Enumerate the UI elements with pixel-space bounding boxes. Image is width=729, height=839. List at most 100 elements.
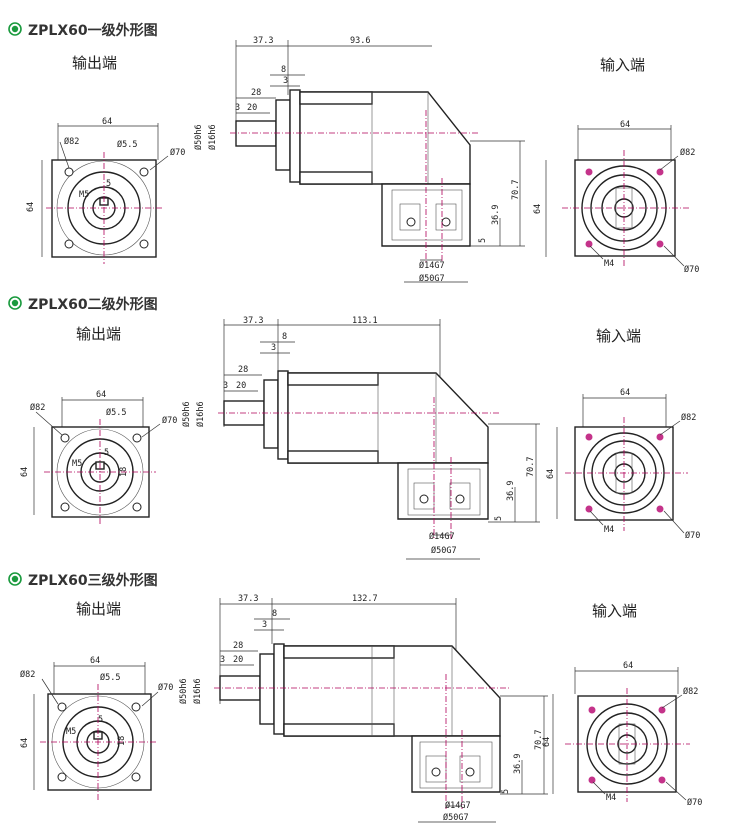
dim-thread: M5 xyxy=(79,190,89,200)
dim-bore: Ø14G7 xyxy=(419,260,445,271)
dim-shaft1: Ø50h6 xyxy=(181,401,192,427)
output-end-label: 输出端 xyxy=(76,600,122,618)
dim-shaft2: Ø16h6 xyxy=(207,124,218,150)
green-bullet-icon xyxy=(8,572,22,586)
dim-pcd: Ø70 xyxy=(170,147,185,158)
dim-height: 70.7 xyxy=(534,730,544,750)
dim-d2: 3 xyxy=(262,620,267,630)
dim-in-width: 64 xyxy=(623,661,633,671)
dim-key-h: 18 xyxy=(117,736,127,746)
dim-height: 70.7 xyxy=(526,457,536,477)
dim-pcd: Ø70 xyxy=(162,415,177,426)
dim-in-pcd: Ø70 xyxy=(684,264,699,275)
dim-hole: Ø5.5 xyxy=(100,672,120,683)
dim-d4: 20 xyxy=(247,103,257,113)
dim-front-width: 64 xyxy=(102,117,112,127)
dim-len-total: 113.1 xyxy=(352,316,378,326)
dim-front-width: 64 xyxy=(96,390,106,400)
dim-pilot: Ø50G7 xyxy=(431,545,457,556)
dim-flange-dia: Ø82 xyxy=(64,136,79,147)
dim-d3: 28 xyxy=(238,365,248,375)
dim-in-pcd: Ø70 xyxy=(685,530,700,541)
dim-thread: M5 xyxy=(72,459,82,469)
dim-bore: Ø14G7 xyxy=(445,800,471,811)
dim-bore: Ø14G7 xyxy=(429,531,455,542)
dim-key-h: 18 xyxy=(119,467,129,477)
dim-in-flange: Ø82 xyxy=(681,412,696,423)
output-front-view: 64 64 Ø82 Ø5.5 Ø70 M5 5 18 xyxy=(20,656,173,800)
dim-len-a: 37.3 xyxy=(238,594,258,604)
drawing-stage-1: 64 64 Ø82 Ø5.5 Ø70 M5 5 37.3 93.6 8 3 28 xyxy=(26,36,699,284)
dim-front-width: 64 xyxy=(90,656,100,666)
input-front-view: 64 64 Ø82 Ø70 M4 xyxy=(546,388,700,541)
section-title: ZPLX60三级外形图 xyxy=(28,573,158,589)
dim-shaft2: Ø16h6 xyxy=(192,678,203,704)
dim-d1: 8 xyxy=(272,609,277,619)
section-stage-2: ZPLX60二级外形图 输出端 输入端 64 64 Ø82 Ø5.5 Ø70 M… xyxy=(0,277,729,562)
dim-mid: 36.9 xyxy=(513,754,523,774)
dim-in-thread: M4 xyxy=(606,793,616,803)
dim-in-width: 64 xyxy=(620,388,630,398)
dim-front-height: 64 xyxy=(20,738,30,748)
dim-in-height: 64 xyxy=(546,469,556,479)
dim-d2: 3 xyxy=(271,343,276,353)
output-front-view: 64 64 Ø82 Ø5.5 Ø70 M5 5 18 xyxy=(20,390,177,525)
dim-in-width: 64 xyxy=(620,120,630,130)
input-end-label: 输入端 xyxy=(596,327,642,345)
dim-d3: 28 xyxy=(233,641,243,651)
dim-d1: 8 xyxy=(281,65,286,75)
dim-small: 5 xyxy=(501,789,511,794)
input-end-label: 输入端 xyxy=(600,56,646,74)
dim-small: 5 xyxy=(494,516,504,521)
input-end-label: 输入端 xyxy=(592,602,638,620)
dim-mid: 36.9 xyxy=(506,481,516,501)
dim-len-a: 37.3 xyxy=(243,316,263,326)
dim-mid: 36.9 xyxy=(491,205,501,225)
dim-d5: 3 xyxy=(220,655,225,665)
dim-in-thread: M4 xyxy=(604,259,614,269)
dim-height: 70.7 xyxy=(511,180,521,200)
dim-d4: 20 xyxy=(233,655,243,665)
drawing-stage-2: 64 64 Ø82 Ø5.5 Ø70 M5 5 18 37.3 113.1 8 … xyxy=(20,316,700,560)
dim-pilot: Ø50G7 xyxy=(443,812,469,823)
dim-shaft2: Ø16h6 xyxy=(195,401,206,427)
green-bullet-icon xyxy=(8,296,22,310)
dim-shaft1: Ø50h6 xyxy=(178,678,189,704)
dim-d2: 3 xyxy=(283,76,288,86)
input-front-view: 64 64 Ø82 Ø70 M4 xyxy=(542,661,702,808)
dim-in-flange: Ø82 xyxy=(680,147,695,158)
section-stage-1: ZPLX60一级外形图 输出端 输入端 64 64 Ø82 Ø5.5 Ø70 M… xyxy=(0,0,729,284)
dim-len-total: 132.7 xyxy=(352,594,378,604)
input-front-view: 64 64 Ø82 Ø70 M4 xyxy=(533,120,699,275)
drawing-stage-3: 64 64 Ø82 Ø5.5 Ø70 M5 5 18 37.3 132.7 8 … xyxy=(20,594,702,823)
side-view: 37.3 93.6 8 3 28 20 3 Ø50h6 Ø16h6 70.7 xyxy=(193,36,525,284)
dim-in-height: 64 xyxy=(533,204,543,214)
dim-small: 5 xyxy=(478,238,488,243)
side-view: 37.3 113.1 8 3 28 20 3 Ø50h6 Ø16h6 70.7 xyxy=(181,316,540,560)
dim-shaft1: Ø50h6 xyxy=(193,124,204,150)
side-view: 37.3 132.7 8 3 28 20 3 Ø50h6 Ø16h6 xyxy=(178,594,548,823)
dim-front-height: 64 xyxy=(20,467,30,477)
dim-in-thread: M4 xyxy=(604,525,614,535)
dim-pilot: Ø50G7 xyxy=(419,273,445,284)
dim-flange-dia: Ø82 xyxy=(20,669,35,680)
dim-d3: 28 xyxy=(251,88,261,98)
dim-d4: 20 xyxy=(236,381,246,391)
section-title: ZPLX60二级外形图 xyxy=(28,297,158,313)
output-end-label: 输出端 xyxy=(72,54,118,72)
dim-hole: Ø5.5 xyxy=(117,139,137,150)
output-front-view: 64 64 Ø82 Ø5.5 Ø70 M5 5 xyxy=(26,117,185,264)
dim-key-w: 5 xyxy=(104,448,109,458)
dim-in-pcd: Ø70 xyxy=(687,797,702,808)
dim-len-a: 37.3 xyxy=(253,36,273,46)
dim-in-height: 64 xyxy=(542,737,552,747)
dim-key-w: 5 xyxy=(106,179,111,189)
dim-pcd: Ø70 xyxy=(158,682,173,693)
dim-hole: Ø5.5 xyxy=(106,407,126,418)
dim-d1: 8 xyxy=(282,332,287,342)
dim-key-w: 5 xyxy=(98,715,103,725)
dim-flange-dia: Ø82 xyxy=(30,402,45,413)
dim-in-flange: Ø82 xyxy=(683,686,698,697)
dim-len-total: 93.6 xyxy=(350,36,370,46)
section-stage-3: ZPLX60三级外形图 输出端 输入端 64 64 Ø82 Ø5.5 Ø70 M… xyxy=(0,564,729,839)
